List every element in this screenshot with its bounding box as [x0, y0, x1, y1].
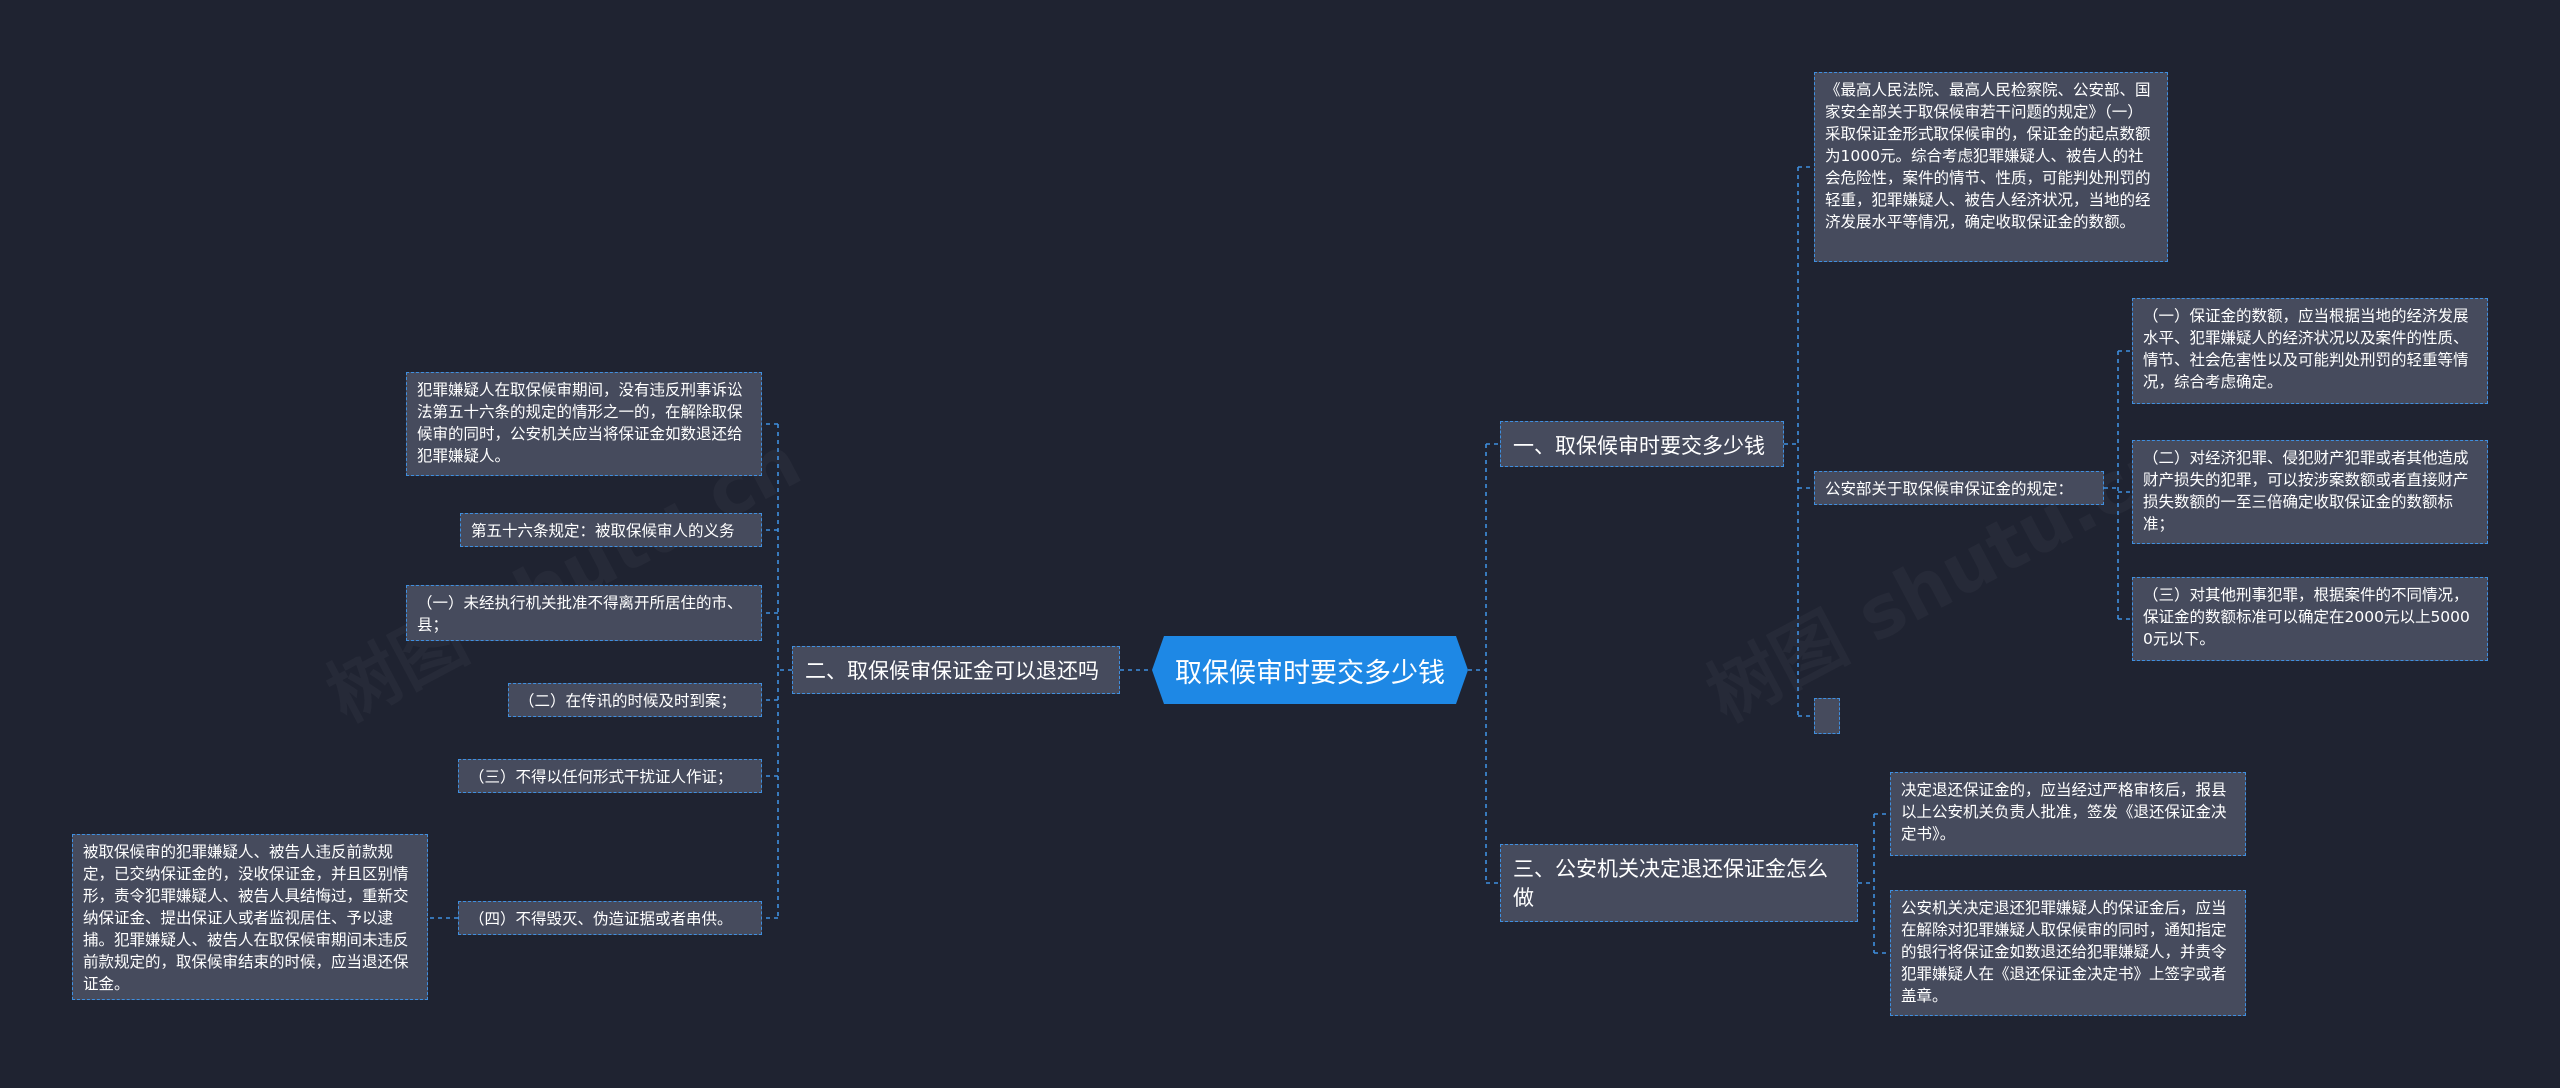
violation-node[interactable]: 被取保候审的犯罪嫌疑人、被告人违反前款规定，已交纳保证金的，没收保证金，并且区别…	[72, 834, 428, 1000]
branch-procedure[interactable]: 三、公安机关决定退还保证金怎么做	[1500, 844, 1858, 922]
refund-condition-node[interactable]: 犯罪嫌疑人在取保候审期间，没有违反刑事诉讼法第五十六条的规定的情形之一的，在解除…	[406, 372, 762, 476]
article-56-node[interactable]: 第五十六条规定：被取保候审人的义务	[460, 513, 762, 547]
branch-amount[interactable]: 一、取保候审时要交多少钱	[1500, 421, 1784, 467]
duty-item-2[interactable]: （二）在传讯的时候及时到案；	[508, 683, 762, 717]
ministry-rules-node[interactable]: 公安部关于取保候审保证金的规定：	[1814, 471, 2104, 505]
duty-item-4[interactable]: （四）不得毁灭、伪造证据或者串供。	[458, 901, 762, 935]
rule-item-2[interactable]: （二）对经济犯罪、侵犯财产犯罪或者其他造成财产损失的犯罪，可以按涉案数额或者直接…	[2132, 440, 2488, 544]
duty-item-1[interactable]: （一）未经执行机关批准不得离开所居住的市、县；	[406, 585, 762, 641]
empty-node[interactable]	[1814, 698, 1840, 734]
rule-item-1[interactable]: （一）保证金的数额，应当根据当地的经济发展水平、犯罪嫌疑人的经济状况以及案件的性…	[2132, 298, 2488, 404]
notify-node[interactable]: 公安机关决定退还犯罪嫌疑人的保证金后，应当在解除对犯罪嫌疑人取保候审的同时，通知…	[1890, 890, 2246, 1016]
duty-item-3[interactable]: （三）不得以任何形式干扰证人作证；	[458, 759, 762, 793]
rule-item-3[interactable]: （三）对其他刑事犯罪，根据案件的不同情况，保证金的数额标准可以确定在2000元以…	[2132, 577, 2488, 661]
root-node[interactable]: 取保候审时要交多少钱	[1152, 636, 1468, 704]
regulation-node[interactable]: 《最高人民法院、最高人民检察院、公安部、国家安全部关于取保候审若干问题的规定》（…	[1814, 72, 2168, 262]
branch-refund[interactable]: 二、取保候审保证金可以退还吗	[792, 646, 1120, 694]
decision-node[interactable]: 决定退还保证金的，应当经过严格审核后，报县以上公安机关负责人批准，签发《退还保证…	[1890, 772, 2246, 856]
